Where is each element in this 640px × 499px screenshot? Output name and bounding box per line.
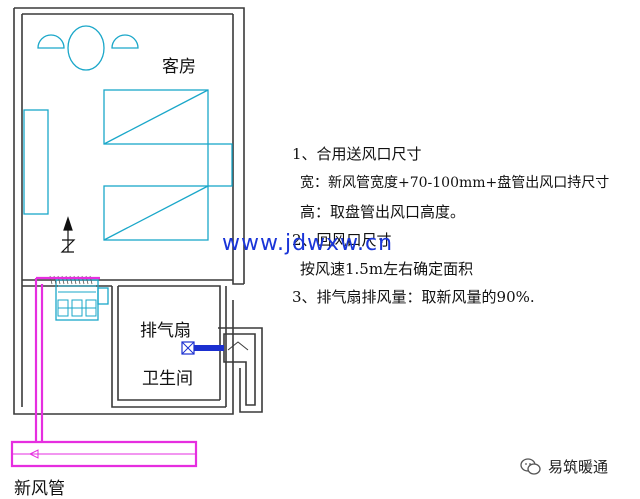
note-2: 2、回风口尺寸 — [292, 231, 392, 249]
lamps — [37, 25, 139, 71]
note-3: 3、排气扇排风量：取新风量的90%. — [292, 288, 535, 306]
note-2-rule: 按风速1.5m左右确定面积 — [300, 260, 474, 278]
north-arrow-icon — [60, 216, 76, 253]
guest-room-label: 客房 — [162, 57, 196, 77]
bed-top — [103, 89, 209, 145]
lamp-left — [37, 34, 65, 49]
furniture — [23, 89, 233, 321]
wardrobe — [23, 109, 49, 215]
wechat-icon — [520, 457, 541, 475]
note-1: 1、合用送风口尺寸 — [292, 145, 422, 163]
duct-arrow-icon — [28, 449, 39, 459]
lamp-right — [111, 34, 139, 49]
watermark: www.jdwxw.cn — [222, 231, 394, 256]
shaft-detail — [227, 341, 249, 351]
walls — [13, 7, 263, 415]
brand: 易筑暖通 — [520, 456, 608, 477]
note-1-height: 高：取盘管出风口高度。 — [300, 203, 466, 221]
exhaust-fan-label: 排气扇 — [140, 321, 191, 341]
exhaust-fan-assembly — [181, 341, 224, 355]
bed-bottom — [103, 185, 209, 241]
nightstand — [207, 143, 233, 187]
lamp-center — [67, 25, 105, 71]
fresh-air-duct — [10, 276, 198, 468]
exhaust-duct — [194, 345, 224, 351]
bathroom-label: 卫生间 — [142, 369, 193, 389]
note-1-width: 宽：新风管宽度+70-100mm+盘管出风口持尺寸 — [300, 175, 610, 191]
fan-coil-detail — [57, 285, 97, 317]
brand-name: 易筑暖通 — [548, 458, 609, 476]
fresh-air-duct-label: 新风管 — [14, 479, 65, 499]
